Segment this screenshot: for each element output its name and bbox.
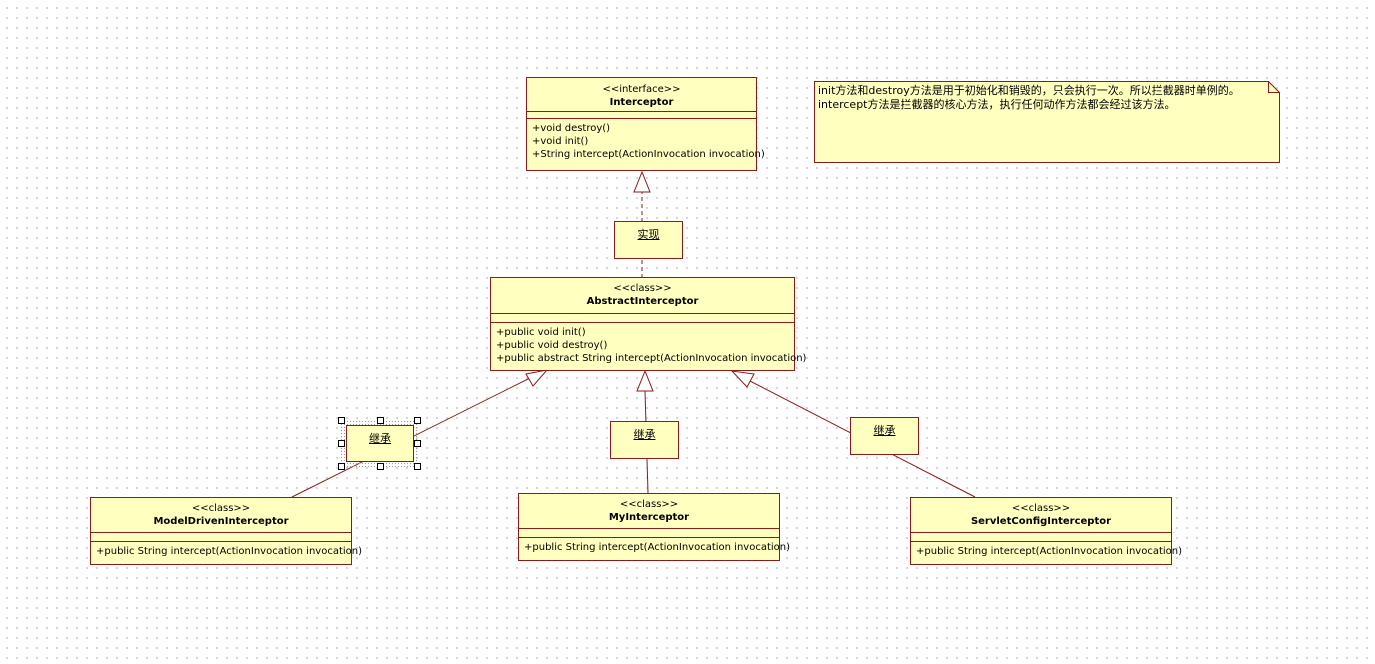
inherit-label-middle[interactable]: 继承	[610, 421, 679, 459]
inherit-label-right-text: 继承	[873, 424, 896, 437]
note-line: intercept方法是拦截器的核心方法，执行任何动作方法都会经过该方法。	[818, 98, 1176, 111]
resize-handle-top-right[interactable]	[414, 417, 421, 424]
interceptor-interface-box[interactable]: <<interface>> Interceptor +void destroy(…	[526, 77, 765, 171]
attributes-compartment	[527, 111, 756, 118]
operation: +public void init()	[496, 327, 586, 338]
attributes-compartment	[911, 532, 1171, 541]
note-box[interactable]: init方法和destroy方法是用于初始化和销毁的，只会执行一次。所以拦截器时…	[814, 81, 1280, 163]
operations-compartment: +public String intercept(ActionInvocatio…	[911, 541, 1183, 558]
generalization-arrowhead-middle	[636, 369, 654, 392]
resize-handle-bottom-left[interactable]	[338, 463, 345, 470]
resize-handle-top-left[interactable]	[338, 417, 345, 424]
operations-compartment: +public String intercept(ActionInvocatio…	[519, 537, 791, 554]
operations-compartment: +void destroy() +void init() +String int…	[527, 118, 765, 161]
resize-handle-bottom-right[interactable]	[414, 463, 421, 470]
resize-handle-bottom[interactable]	[377, 463, 384, 470]
inherit-label-middle-text: 继承	[633, 428, 656, 441]
class-header: <<class>> ModelDrivenInterceptor	[91, 498, 351, 532]
operations-compartment: +public void init() +public void destroy…	[491, 322, 807, 365]
class-header: <<class>> ServletConfigInterceptor	[911, 498, 1171, 532]
model-driven-interceptor-box[interactable]: <<class>> ModelDrivenInterceptor +public…	[90, 497, 363, 565]
class-header: <<class>> MyInterceptor	[519, 494, 779, 528]
realization-label[interactable]: 实现	[614, 221, 683, 259]
note-line: init方法和destroy方法是用于初始化和销毁的，只会执行一次。所以拦截器时…	[818, 84, 1240, 97]
resize-handle-left[interactable]	[338, 440, 345, 447]
operation: +void destroy()	[532, 123, 611, 134]
class-name: AbstractInterceptor	[586, 296, 699, 307]
inherit-label-right[interactable]: 继承	[850, 417, 919, 455]
class-name: Interceptor	[609, 97, 674, 108]
class-name: ModelDrivenInterceptor	[153, 516, 289, 527]
operation: +String intercept(ActionInvocation invoc…	[532, 149, 765, 160]
operation: +public String intercept(ActionInvocatio…	[524, 542, 791, 553]
class-header: <<class>> AbstractInterceptor	[491, 278, 794, 313]
generalization-arrowhead-left	[525, 369, 549, 387]
my-interceptor-box[interactable]: <<class>> MyInterceptor +public String i…	[518, 493, 791, 561]
class-header: <<interface>> Interceptor	[527, 78, 756, 111]
operations-compartment: +public String intercept(ActionInvocatio…	[91, 541, 363, 558]
servlet-config-interceptor-box[interactable]: <<class>> ServletConfigInterceptor +publ…	[910, 497, 1183, 565]
realization-label-text: 实现	[637, 228, 660, 241]
realization-arrowhead	[633, 170, 651, 193]
note-shape	[814, 81, 1280, 163]
operation: +public void destroy()	[496, 340, 608, 351]
abstract-interceptor-box[interactable]: <<class>> AbstractInterceptor +public vo…	[490, 277, 807, 371]
class-name: MyInterceptor	[608, 512, 690, 523]
stereotype: <<class>>	[1011, 503, 1071, 514]
attributes-compartment	[519, 528, 779, 537]
inherit-label-left-text: 继承	[369, 432, 391, 445]
class-name: ServletConfigInterceptor	[970, 516, 1112, 527]
generalization-arrowhead-right	[730, 370, 755, 388]
resize-handle-top[interactable]	[377, 417, 384, 424]
operation: +public String intercept(ActionInvocatio…	[96, 546, 363, 557]
stereotype: <<class>>	[191, 503, 251, 514]
stereotype: <<interface>>	[602, 84, 681, 95]
attributes-compartment	[91, 532, 351, 541]
attributes-compartment	[491, 313, 794, 322]
stereotype: <<class>>	[613, 283, 672, 294]
inherit-label-left[interactable]: 继承	[346, 425, 414, 462]
operation: +public abstract String intercept(Action…	[496, 353, 807, 364]
resize-handle-right[interactable]	[414, 440, 421, 447]
operation: +void init()	[532, 136, 589, 147]
operation: +public String intercept(ActionInvocatio…	[916, 546, 1183, 557]
stereotype: <<class>>	[619, 499, 679, 510]
